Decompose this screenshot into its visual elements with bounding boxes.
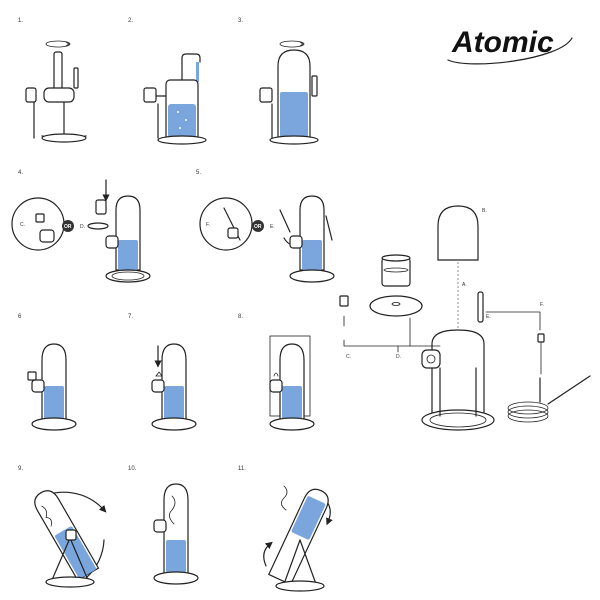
- step-10-number: 10.: [128, 466, 137, 472]
- exploded-view: B. A. C. D. E. F.: [339, 205, 591, 431]
- step-5-label-e: E.: [270, 224, 275, 230]
- label-b: B.: [482, 208, 487, 214]
- faucet-stream: [196, 62, 199, 82]
- step-1-number: 1.: [18, 18, 23, 24]
- step-6-number: 6: [18, 314, 22, 320]
- step-5: 5. F. OR E.: [196, 170, 335, 283]
- step-9: 9.: [18, 466, 107, 588]
- step-5-number: 5.: [196, 170, 201, 176]
- or-badge: [62, 220, 74, 232]
- step-3: 3.: [238, 18, 319, 145]
- step-10: 10.: [128, 466, 199, 585]
- label-a: A.: [462, 282, 467, 288]
- step-5-label-f: F.: [206, 222, 210, 228]
- step-8: 8.: [238, 314, 315, 431]
- step-2-number: 2.: [128, 18, 133, 24]
- step-1: 1.: [18, 18, 87, 143]
- step-5-or: OR: [254, 224, 262, 230]
- step-4-or: OR: [64, 224, 72, 230]
- label-f: F.: [540, 302, 544, 308]
- step-7-number: 7.: [128, 314, 133, 320]
- step-8-number: 8.: [238, 314, 243, 320]
- step-7: 7.: [128, 314, 197, 431]
- step-11: 11.: [238, 466, 333, 592]
- or-badge: [252, 220, 264, 232]
- label-e: E.: [486, 314, 491, 320]
- step-4-number: 4.: [18, 170, 23, 176]
- step-11-number: 11.: [238, 466, 246, 472]
- step-2: 2.: [128, 18, 207, 145]
- step-6: 6: [18, 314, 77, 431]
- step-3-number: 3.: [238, 18, 243, 24]
- atomic-logo: Atomic: [447, 26, 573, 65]
- step-9-number: 9.: [18, 466, 23, 472]
- brand-name: Atomic: [451, 26, 554, 59]
- label-d: D.: [396, 354, 401, 360]
- step-4-label-d: D.: [80, 224, 85, 230]
- step-4-label-c: C.: [20, 222, 25, 228]
- label-c: C.: [346, 354, 351, 360]
- step-4: 4. C. OR D.: [11, 170, 151, 283]
